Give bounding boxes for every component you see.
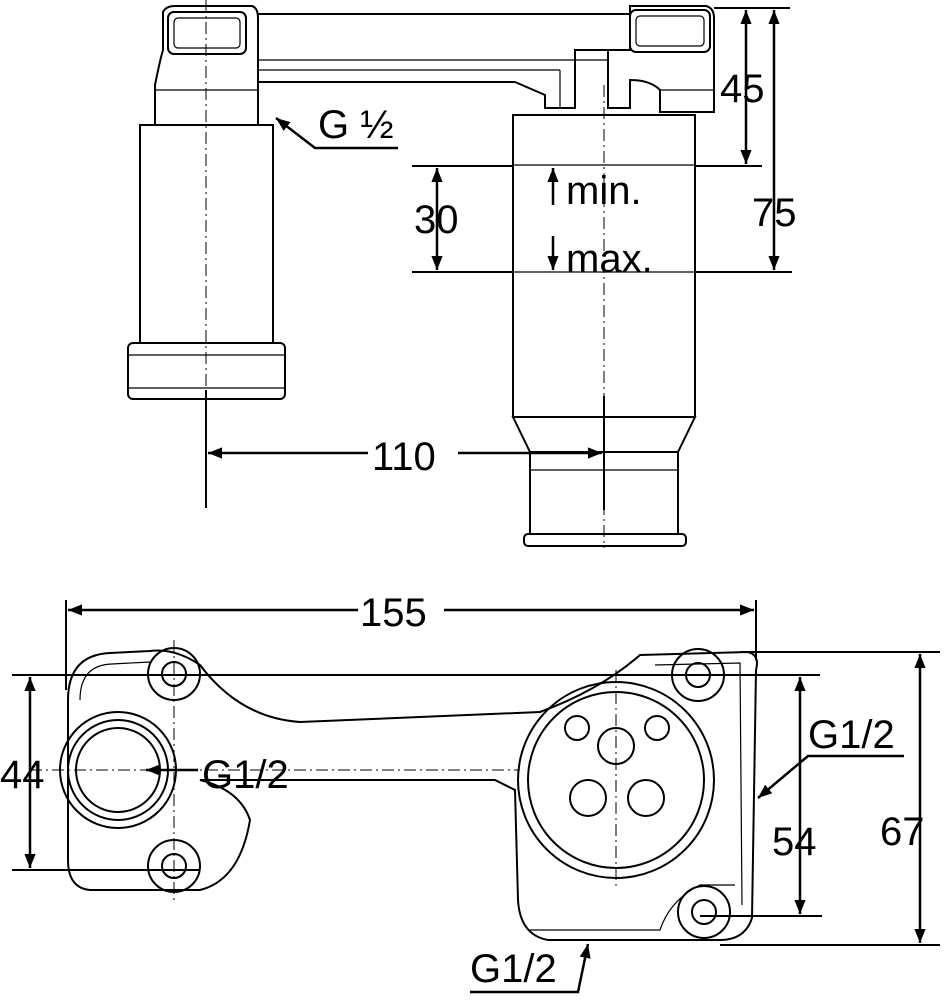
- plan-inner-edge: [79, 661, 151, 701]
- label-max: max.: [566, 237, 653, 281]
- label-dim-30: 30: [414, 198, 459, 242]
- left-cap: [167, 11, 247, 55]
- left-cap-inner: [173, 17, 241, 49]
- side-view: G ½ 45 75 30 min. max. 110: [127, 0, 797, 548]
- thread-top-leader: [275, 117, 398, 150]
- mount-hole-bottom-right: [677, 885, 731, 939]
- label-dim-45: 45: [720, 67, 765, 111]
- label-dim-67: 67: [880, 810, 925, 854]
- label-thread-top: G ½: [318, 103, 394, 147]
- valve-hole: [627, 779, 665, 817]
- label-thread-bottom: G1/2: [470, 947, 557, 991]
- plan-inner-edge: [654, 662, 743, 906]
- valve-hole: [644, 715, 670, 741]
- label-thread-left: G1/2: [202, 753, 289, 797]
- right-cap: [629, 9, 711, 53]
- label-dim-155: 155: [360, 591, 427, 635]
- label-thread-right: G1/2: [808, 713, 895, 757]
- plan-body: [67, 649, 758, 941]
- thread-bottom-leader: [470, 943, 591, 994]
- valve-hole: [569, 779, 607, 817]
- label-dim-54: 54: [772, 820, 817, 864]
- label-dim-44: 44: [0, 753, 45, 797]
- valve-hole: [564, 715, 590, 741]
- label-dim-110: 110: [372, 435, 436, 479]
- label-min: min.: [566, 169, 642, 213]
- thread-right-leader: [757, 754, 904, 799]
- connector-bar: [239, 13, 641, 109]
- plan-view: 155 44 G1/2 G1/2 54 67 G1/2: [0, 591, 940, 994]
- right-base-ring: [523, 533, 687, 547]
- plan-inner-edge: [530, 884, 735, 931]
- right-cap-inner: [635, 15, 705, 47]
- label-dim-75: 75: [752, 191, 797, 235]
